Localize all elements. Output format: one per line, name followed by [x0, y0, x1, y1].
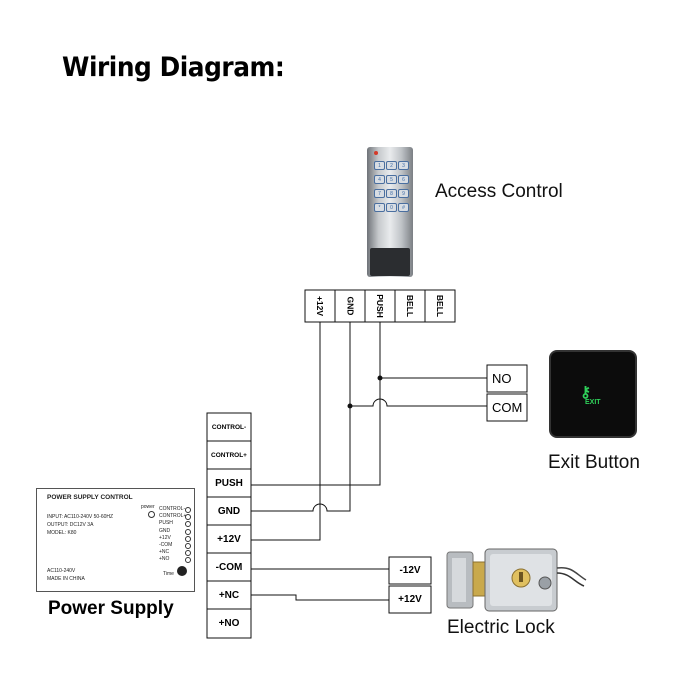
lock-neg-label: -12V [399, 565, 421, 576]
wire-gnd-ps [251, 408, 351, 512]
keypad-key: 6 [398, 175, 409, 184]
ps-side-terminal-label: +NC [159, 549, 170, 556]
keypad-key: * [374, 203, 385, 212]
ps-terminal-com: -COM [215, 561, 243, 573]
ps-screw-terminal [185, 514, 191, 521]
electric-lock-label: Electric Lock [447, 617, 555, 638]
ps-screw-terminal [185, 528, 191, 535]
ps-side-terminal-label: GND [159, 527, 171, 534]
ps-made-in-text: MADE IN CHINA [47, 576, 85, 582]
ps-terminal-12v: +12V [217, 533, 241, 545]
ps-screw-terminal [185, 543, 191, 549]
button-no-label: NO [492, 371, 512, 386]
ps-screw-terminal [185, 507, 191, 513]
ps-screw-terminal [185, 521, 191, 528]
ps-input-text: INPUT: AC110-240V 50-60HZ [47, 514, 114, 520]
keypad-key: 8 [386, 189, 397, 198]
ps-side-terminal-label: PUSH [159, 520, 173, 527]
ps-terminal-control-minus: CONTROL- [211, 423, 247, 431]
ps-output-text: OUTPUT: DC12V 3A [47, 522, 94, 528]
access-terminal-gnd: GND [344, 296, 355, 316]
wire-push [251, 322, 381, 486]
keypad-card-reader [370, 248, 410, 276]
ps-side-terminal-label: CONTROL+ [159, 513, 187, 520]
power-supply-label: Power Supply [48, 598, 174, 619]
ps-terminal-nc: +NC [218, 589, 240, 601]
keypad-key: # [398, 203, 409, 212]
ps-side-terminal-label: -COM [159, 542, 173, 548]
keypad-key: 2 [386, 161, 397, 170]
page-title: Wiring Diagram: [62, 52, 285, 83]
keypad-key: 7 [374, 189, 385, 198]
exit-button-text: EXIT [585, 399, 601, 406]
ps-terminal-no: +NO [218, 617, 240, 629]
access-control-label: Access Control [435, 181, 563, 202]
wire-gnd-com [350, 398, 487, 407]
keypad-key: 3 [398, 161, 409, 170]
ps-model-text: MODEL: K80 [47, 530, 77, 536]
ps-power-led [148, 511, 155, 518]
lock-pos-label: +12V [398, 594, 422, 605]
ps-voltage-text: AC110-240V [47, 568, 76, 574]
exit-button-label: Exit Button [548, 452, 640, 473]
ps-terminal-gnd: GND [217, 505, 241, 517]
ps-side-terminal-label: CONTROL- [159, 506, 186, 512]
access-terminal-push: PUSH [375, 294, 385, 318]
power-supply-image: POWER SUPPLY CONTROL power INPUT: AC110-… [36, 488, 195, 592]
lock-terminal-neg [388, 556, 432, 585]
keypad-key: 0 [386, 203, 397, 212]
lock-terminal-pos [388, 585, 432, 614]
electric-lock-image [446, 548, 587, 612]
keypad-led [374, 151, 378, 155]
wire-nc-lock [251, 594, 389, 601]
exit-button-image [549, 350, 637, 438]
ps-terminal-control-plus: CONTROL+ [211, 451, 247, 459]
ps-side-terminal-label: +NO [159, 556, 170, 563]
button-terminal-no [486, 364, 528, 393]
access-terminal-strip [304, 289, 456, 323]
ps-power-text: power [141, 504, 155, 510]
button-com-label: COM [492, 400, 523, 415]
ps-screw-terminal [185, 550, 191, 557]
key-icon: ⚷ [580, 384, 591, 401]
ps-terminal-push: PUSH [215, 477, 243, 489]
ps-time-text: Time [163, 571, 174, 577]
keypad-key: 4 [374, 175, 385, 184]
ps-time-knob [177, 566, 187, 576]
wire-12v [251, 322, 321, 541]
access-terminal-12v: +12V [315, 295, 325, 317]
keypad-key: 9 [398, 189, 409, 198]
ps-side-terminal-label: +12V [159, 534, 171, 541]
keypad-key: 1 [374, 161, 385, 170]
keypad-key: 5 [386, 175, 397, 184]
button-terminal-com [486, 393, 528, 422]
ps-screw-terminal [185, 557, 191, 564]
ps-heading: POWER SUPPLY CONTROL [47, 494, 133, 501]
access-terminal-bell-2: BELL [434, 294, 445, 318]
ps-screw-terminal [185, 535, 191, 542]
access-terminal-bell-1: BELL [404, 294, 415, 318]
